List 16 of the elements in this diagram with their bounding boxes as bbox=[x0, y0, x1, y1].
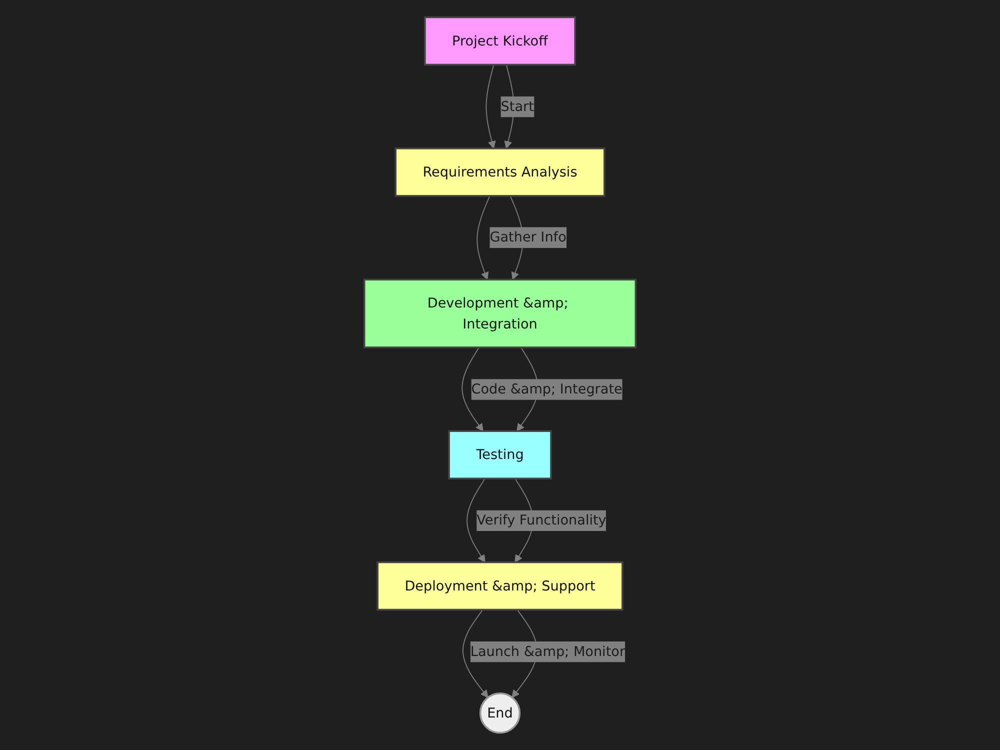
arrow bbox=[466, 478, 486, 563]
arrow bbox=[476, 195, 490, 280]
edge-label: Launch &amp; Monitor bbox=[470, 643, 626, 660]
node-box: Testing bbox=[448, 430, 552, 480]
edge-label: Verify Functionality bbox=[476, 512, 606, 528]
edge-label: Gather Info bbox=[490, 228, 566, 246]
node-circle: End bbox=[479, 692, 521, 734]
arrow bbox=[486, 64, 496, 149]
node-box: Project Kickoff bbox=[424, 16, 576, 66]
node-box: Requirements Analysis bbox=[394, 148, 606, 197]
arrow bbox=[462, 346, 484, 432]
node-box: Deployment &amp; Support bbox=[376, 561, 624, 611]
node-box: Development &amp; Integration bbox=[363, 278, 637, 348]
edge-label: Code &amp; Integrate bbox=[471, 380, 622, 398]
edge-label: Start bbox=[500, 98, 534, 114]
arrow bbox=[462, 609, 488, 698]
